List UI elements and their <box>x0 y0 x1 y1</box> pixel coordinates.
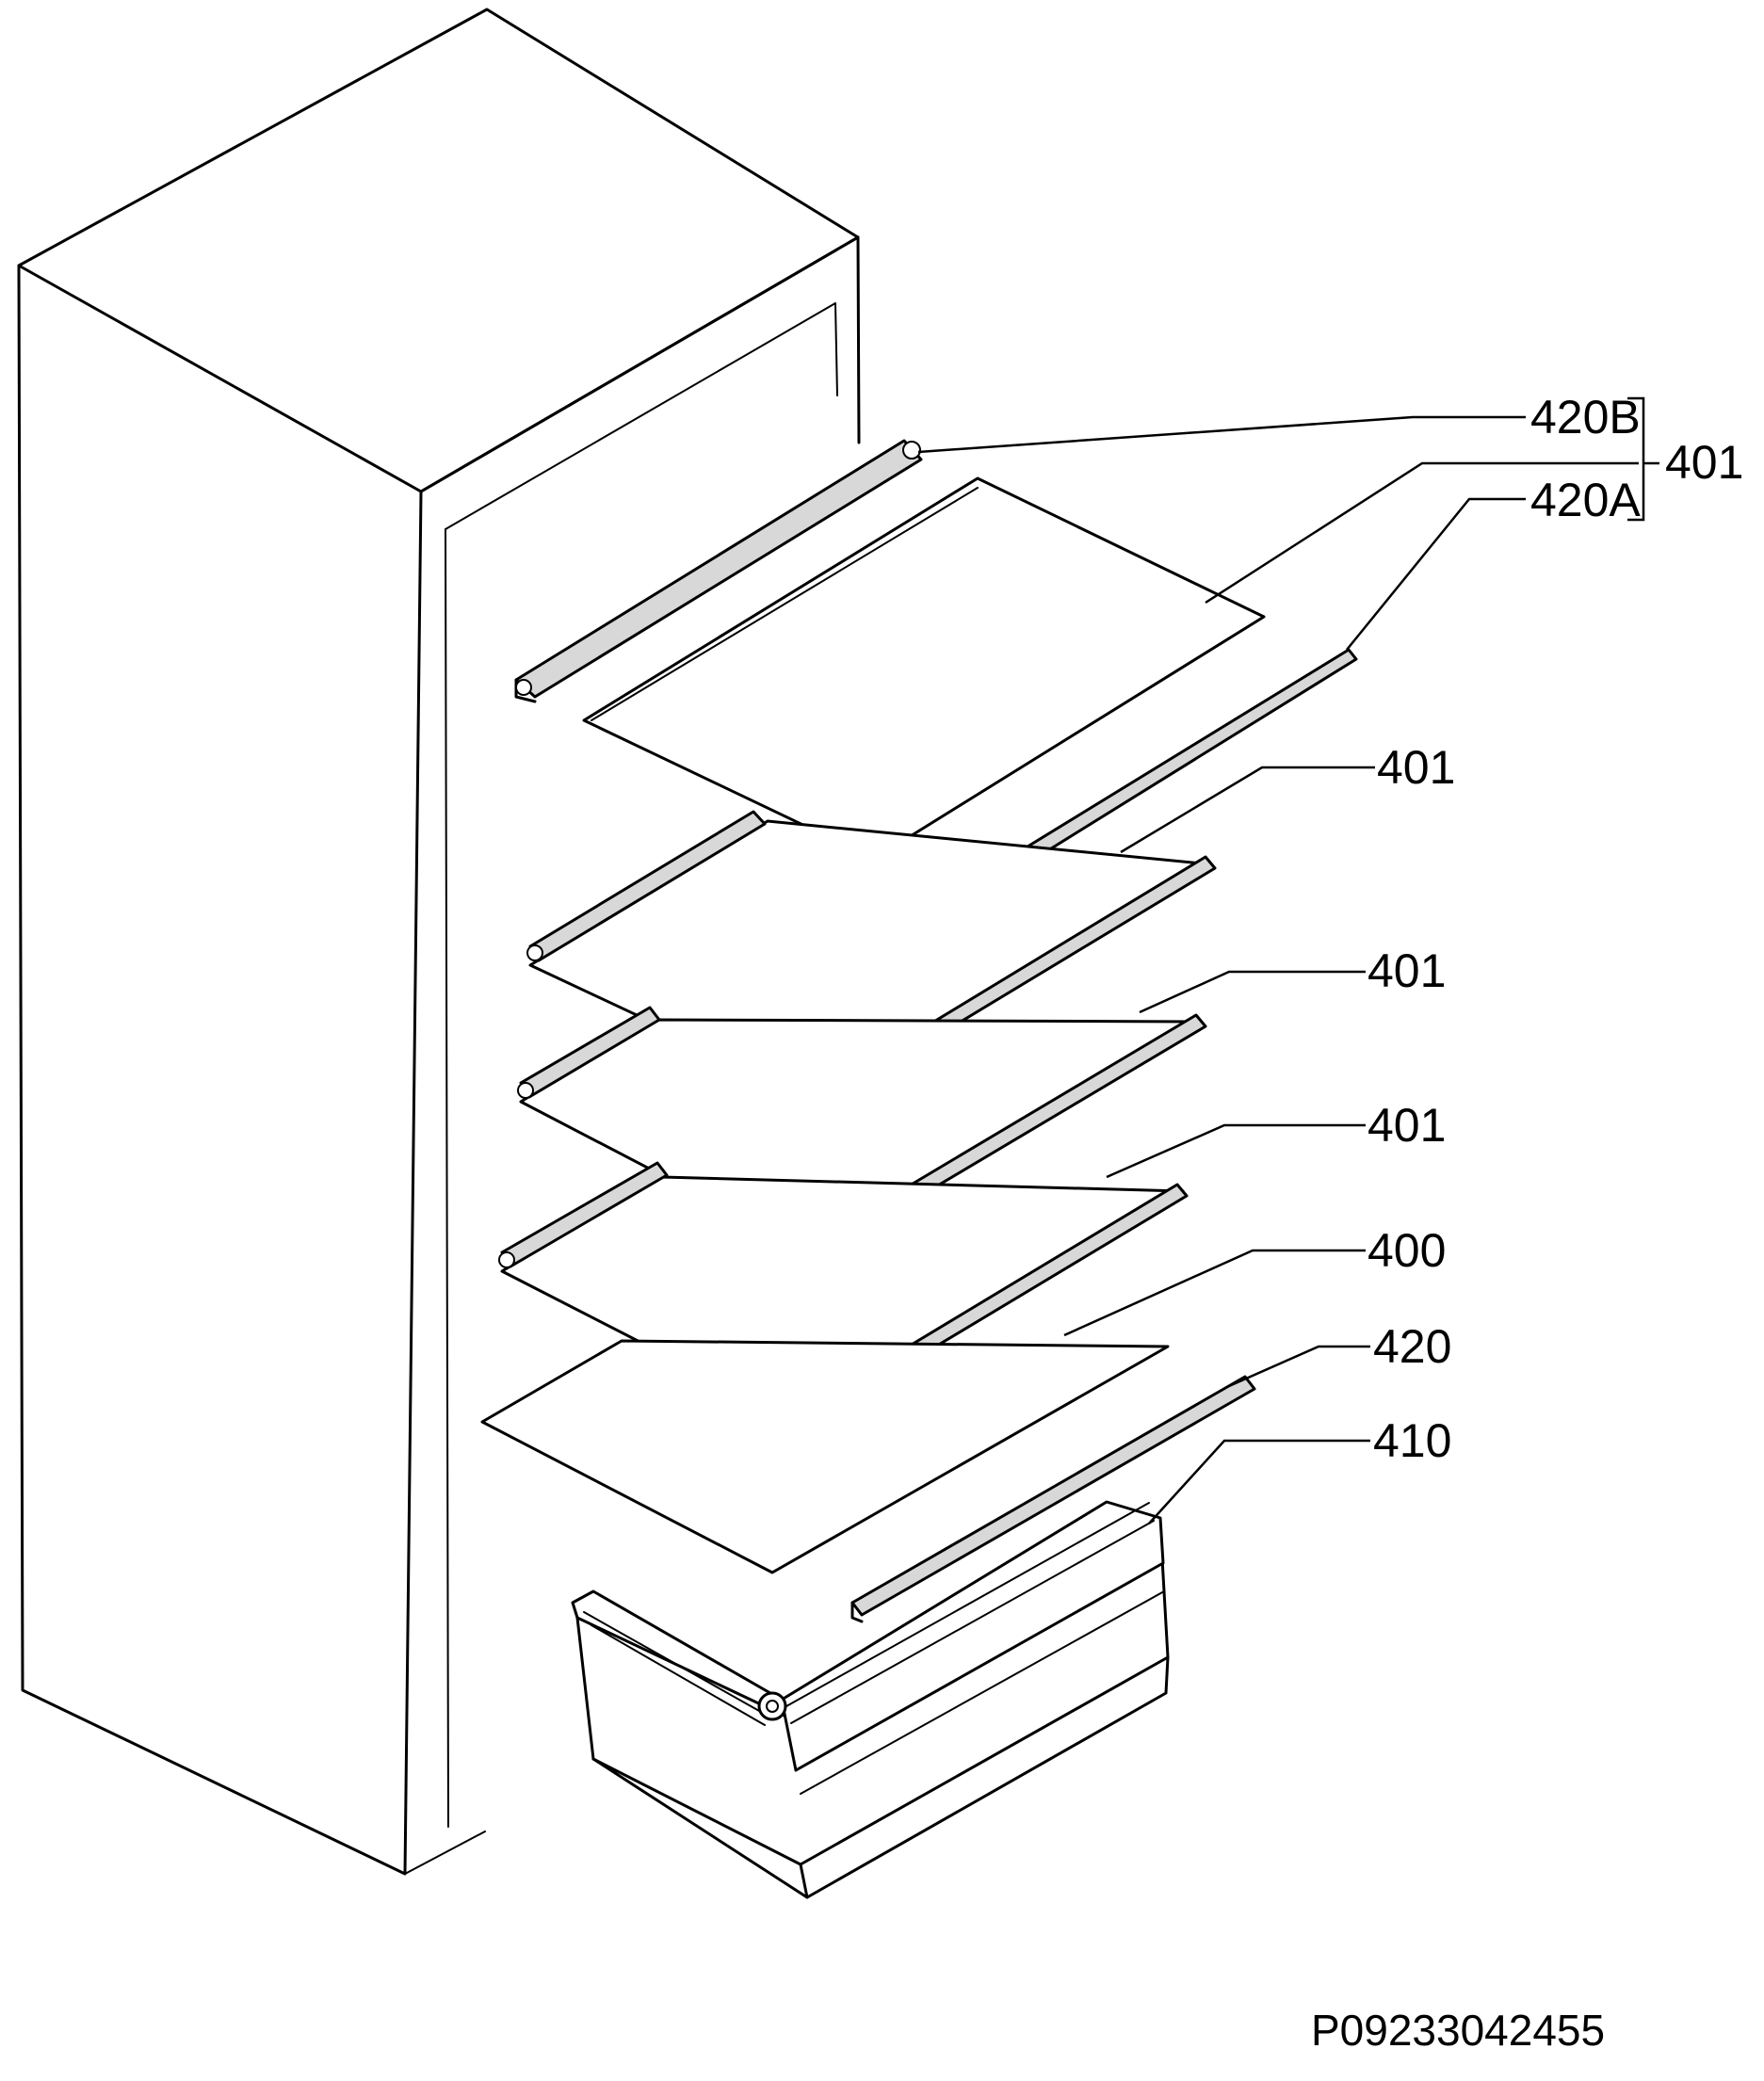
callout-420B: 420B <box>1530 391 1641 444</box>
diagram-code: P09233042455 <box>1311 2006 1605 2055</box>
callout-410: 410 <box>1373 1414 1451 1467</box>
rail-420B <box>514 439 923 703</box>
shelf-glass-top <box>582 476 1266 861</box>
leader-lines <box>917 396 1659 1524</box>
rail-420 <box>850 1375 1256 1623</box>
callout-labels: 420B 420A 401 401 401 401 400 420 410 <box>1368 391 1743 1467</box>
callout-401-group: 401 <box>1665 436 1743 489</box>
callout-400: 400 <box>1368 1224 1446 1277</box>
crisper-drawer-410 <box>571 1500 1170 1899</box>
cabinet <box>17 8 861 1876</box>
shelf-glass-400 <box>480 1339 1170 1574</box>
callout-420: 420 <box>1373 1320 1451 1373</box>
callout-401-shelf4: 401 <box>1368 1099 1446 1152</box>
callout-401-shelf2: 401 <box>1377 741 1455 794</box>
callout-401-shelf3: 401 <box>1368 944 1446 997</box>
callout-420A: 420A <box>1530 474 1641 526</box>
